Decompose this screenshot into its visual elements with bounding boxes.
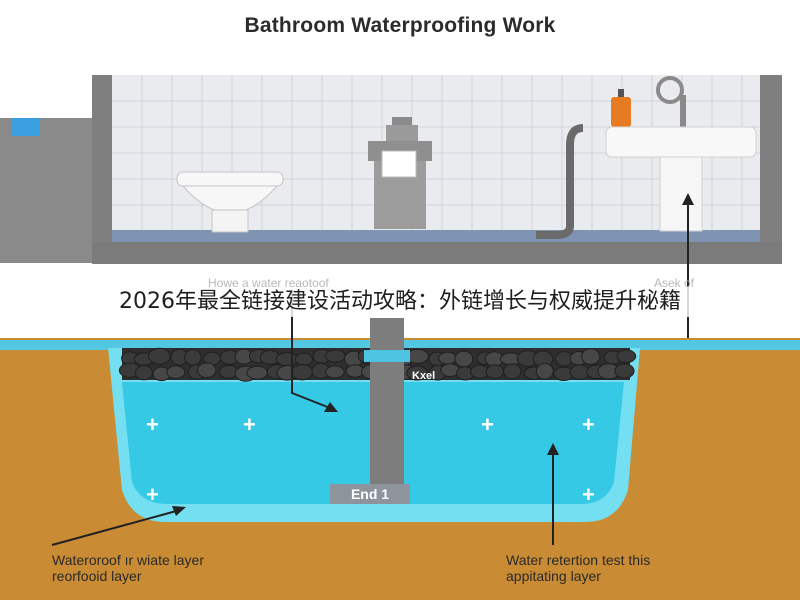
arrow-bottom-left bbox=[51, 509, 181, 546]
floor-tile-band bbox=[112, 230, 760, 242]
water-strip-left bbox=[12, 118, 40, 136]
label-retention-line1: Water retertion test this bbox=[506, 552, 651, 568]
drain-pipe bbox=[536, 124, 584, 239]
end-label: End 1 bbox=[330, 484, 410, 504]
plus-marker: + bbox=[146, 412, 159, 437]
plus-marker: + bbox=[582, 412, 595, 437]
label-waterproof-line2: reorfooid layer bbox=[52, 568, 142, 584]
overlay-caption: 2026年最全链接建设活动攻略：外链增长与权威提升秘籍 bbox=[0, 287, 800, 317]
pipe-seal-ring bbox=[364, 350, 410, 362]
gravel-label: Kxel bbox=[412, 370, 436, 382]
label-waterproof-line1: Wateroroof ır wiate layer bbox=[52, 552, 204, 568]
plus-marker: + bbox=[146, 482, 159, 507]
plus-marker: + bbox=[243, 412, 256, 437]
left-wall-outside bbox=[0, 118, 92, 263]
label-retention-line2: appitating layer bbox=[506, 568, 601, 584]
faded-label-left: Howe a water reaotoof bbox=[208, 276, 329, 290]
plus-marker: + bbox=[481, 412, 494, 437]
cistern-icon bbox=[368, 117, 432, 229]
floor-slab bbox=[92, 242, 782, 264]
label-waterproof-layer: Wateroroof ır wiate layer reorfooid laye… bbox=[52, 552, 204, 584]
plus-marker: + bbox=[582, 482, 595, 507]
central-pipe bbox=[370, 318, 404, 488]
sink-icon bbox=[605, 76, 757, 232]
arrow-top-left bbox=[291, 290, 331, 409]
toilet-icon bbox=[176, 171, 284, 233]
faded-label-right: Asek of bbox=[654, 276, 695, 290]
diagram-title: Bathroom Waterproofing Work bbox=[244, 14, 556, 37]
label-retention-test: Water retertion test this appitating lay… bbox=[506, 552, 650, 584]
arrow-head-up bbox=[682, 193, 694, 205]
